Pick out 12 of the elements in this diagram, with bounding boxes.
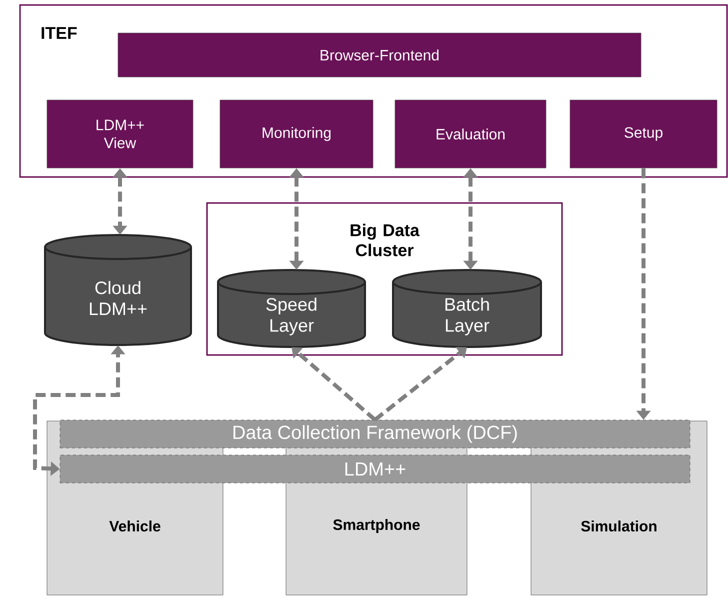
process-box: Browser-Frontend (118, 32, 642, 78)
process-box: Evaluation (394, 100, 546, 168)
database-cylinder: Cloud LDM++ (44, 234, 192, 346)
process-box: Setup (570, 100, 718, 168)
database-cylinder: Batch Layer (392, 269, 542, 348)
database-cylinder: Speed Layer (217, 269, 366, 348)
arrow (374, 347, 467, 422)
layer-band: Data Collection Framework (DCF) (60, 420, 690, 448)
process-box: Monitoring (220, 100, 374, 168)
arrow (292, 347, 376, 422)
process-box: LDM++ View (46, 100, 194, 168)
layer-band: LDM++ (60, 454, 690, 484)
